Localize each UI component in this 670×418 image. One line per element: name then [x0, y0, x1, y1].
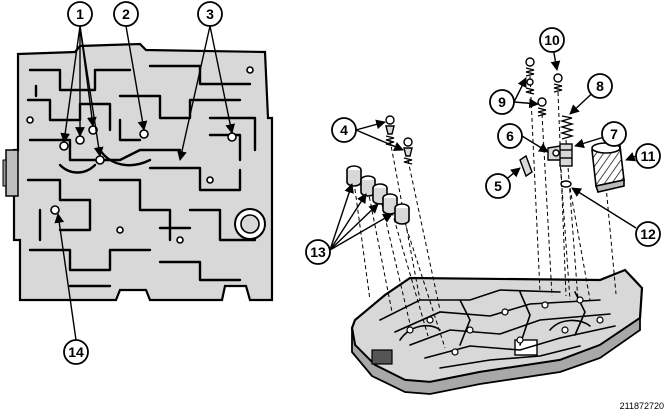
callout-14: 14	[63, 339, 89, 365]
pin-5	[519, 154, 533, 178]
callout-6: 6	[497, 123, 523, 149]
callout-2: 2	[113, 1, 139, 27]
callout-12: 12	[635, 221, 661, 247]
svg-text:13: 13	[310, 244, 326, 260]
svg-text:14: 14	[68, 344, 84, 360]
spring-8	[559, 115, 575, 140]
valve-body-3d	[350, 268, 644, 395]
svg-text:7: 7	[610, 126, 618, 142]
svg-text:11: 11	[641, 148, 656, 164]
callout-13: 13	[305, 239, 331, 265]
svg-text:2: 2	[122, 6, 130, 22]
svg-text:3: 3	[206, 6, 214, 22]
callout-11: 11	[635, 143, 661, 169]
valve-body-plate	[2, 42, 274, 302]
figure-id: 211872720	[619, 401, 664, 411]
svg-text:9: 9	[498, 94, 506, 110]
callout-10: 10	[539, 27, 565, 53]
svg-text:1: 1	[76, 6, 84, 22]
solenoid-11	[591, 142, 625, 193]
svg-text:8: 8	[596, 78, 604, 94]
svg-text:6: 6	[506, 128, 514, 144]
leader-lines-left	[54, 25, 236, 341]
callout-7: 7	[601, 121, 627, 147]
leader-lines-right	[329, 41, 637, 251]
svg-text:5: 5	[494, 178, 502, 194]
spool-7	[559, 143, 573, 167]
callout-5: 5	[485, 173, 511, 199]
seal-12	[560, 180, 572, 188]
svg-text:10: 10	[544, 32, 560, 48]
callout-8: 8	[587, 73, 613, 99]
spring-stacks	[525, 57, 563, 117]
callout-9: 9	[489, 89, 515, 115]
check-valves-springs	[385, 115, 413, 165]
accumulator-caps	[346, 165, 410, 225]
callout-1: 1	[67, 1, 93, 27]
callout-3: 3	[197, 1, 223, 27]
callout-markers: 1 2 3 4 5 6 7 8	[63, 1, 661, 365]
svg-text:12: 12	[640, 226, 656, 242]
svg-text:4: 4	[340, 122, 348, 138]
callout-4: 4	[331, 117, 357, 143]
